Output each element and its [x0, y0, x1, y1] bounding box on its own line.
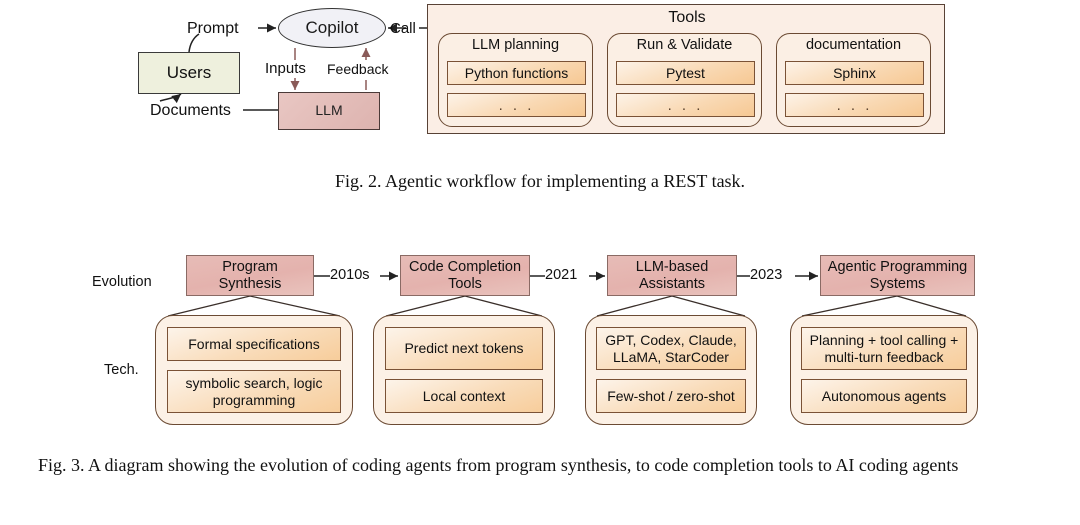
evolution-stage-code-completion-tools: Code Completion Tools: [400, 255, 530, 296]
stage-label-line2: Systems: [869, 275, 926, 292]
timeline-year-2023: 2023: [750, 267, 783, 283]
tool-group-llm-planning: LLM planning Python functions . . .: [438, 33, 593, 127]
tools-panel-title: Tools: [668, 9, 706, 26]
stage-label: Program Synthesis: [219, 259, 282, 292]
edge-label-inputs: Inputs: [265, 60, 306, 77]
row-label-evolution: Evolution: [92, 274, 152, 290]
tech-panel-code-completion-tools: Predict next tokens Local context: [373, 315, 555, 425]
timeline-year-2010s: 2010s: [330, 267, 370, 283]
stage-label: Code Completion Tools: [409, 259, 521, 292]
tools-panel: Tools LLM planning Python functions . . …: [427, 4, 945, 134]
tool-item-ellipsis: . . .: [447, 93, 586, 117]
tech-item: Predict next tokens: [385, 327, 543, 370]
row-label-tech: Tech.: [104, 362, 139, 378]
edge-label-call: Call: [390, 20, 416, 37]
stage-label-line2: Tools: [448, 275, 482, 292]
tool-group-run-and-validate: Run & Validate Pytest . . .: [607, 33, 762, 127]
tech-item: GPT, Codex, Claude, LLaMA, StarCoder: [596, 327, 746, 370]
figure-3-connectors: [167, 271, 967, 317]
timeline-year-2021: 2021: [545, 267, 578, 283]
tool-item-ellipsis: . . .: [785, 93, 924, 117]
stage-label-line2: Synthesis: [218, 275, 282, 292]
tool-group-title: documentation: [805, 37, 902, 53]
copilot-node: Copilot: [278, 8, 386, 48]
tech-panel-agentic-programming-systems: Planning + tool calling + multi-turn fee…: [790, 315, 978, 425]
edge-label-prompt: Prompt: [187, 20, 239, 37]
evolution-stage-program-synthesis: Program Synthesis: [186, 255, 314, 296]
tech-item: Autonomous agents: [801, 379, 967, 413]
tool-item-ellipsis: . . .: [616, 93, 755, 117]
tool-group-title: Run & Validate: [636, 37, 733, 53]
tech-panel-program-synthesis: Formal specifications symbolic search, l…: [155, 315, 353, 425]
stage-label-line2: Assistants: [638, 275, 706, 292]
tool-group-title: LLM planning: [471, 37, 560, 53]
edge-label-feedback: Feedback: [327, 61, 389, 77]
figure-2-caption: Fig. 2. Agentic workflow for implementin…: [334, 171, 746, 191]
tech-item: Local context: [385, 379, 543, 413]
tech-item: Few-shot / zero-shot: [596, 379, 746, 413]
stage-label: Agentic Programming Systems: [828, 259, 967, 292]
tech-item: Planning + tool calling + multi-turn fee…: [801, 327, 967, 370]
figure-2-agentic-workflow: Users Copilot LLM Prompt Documents Input…: [0, 0, 1080, 150]
tech-panel-llm-based-assistants: GPT, Codex, Claude, LLaMA, StarCoder Few…: [585, 315, 757, 425]
llm-node: LLM: [278, 92, 380, 130]
tool-item: Pytest: [616, 61, 755, 85]
stage-label: LLM-based Assistants: [636, 259, 709, 292]
figure-3-evolution-diagram: Evolution Tech. Program Synthesis Code C…: [0, 230, 1080, 445]
stage-label-line1: Agentic Programming: [827, 258, 968, 275]
figure-3-caption: Fig. 3. A diagram showing the evolution …: [38, 455, 959, 475]
stage-label-line1: Code Completion: [408, 258, 522, 275]
users-node: Users: [138, 52, 240, 94]
tech-item: Formal specifications: [167, 327, 341, 361]
evolution-stage-agentic-programming-systems: Agentic Programming Systems: [820, 255, 975, 296]
stage-label-line1: LLM-based: [635, 258, 709, 275]
evolution-stage-llm-based-assistants: LLM-based Assistants: [607, 255, 737, 296]
tool-group-documentation: documentation Sphinx . . .: [776, 33, 931, 127]
tech-item: symbolic search, logic programming: [167, 370, 341, 413]
edge-label-documents: Documents: [150, 102, 231, 119]
tool-item: Sphinx: [785, 61, 924, 85]
tool-item: Python functions: [447, 61, 586, 85]
stage-label-line1: Program: [222, 258, 278, 275]
